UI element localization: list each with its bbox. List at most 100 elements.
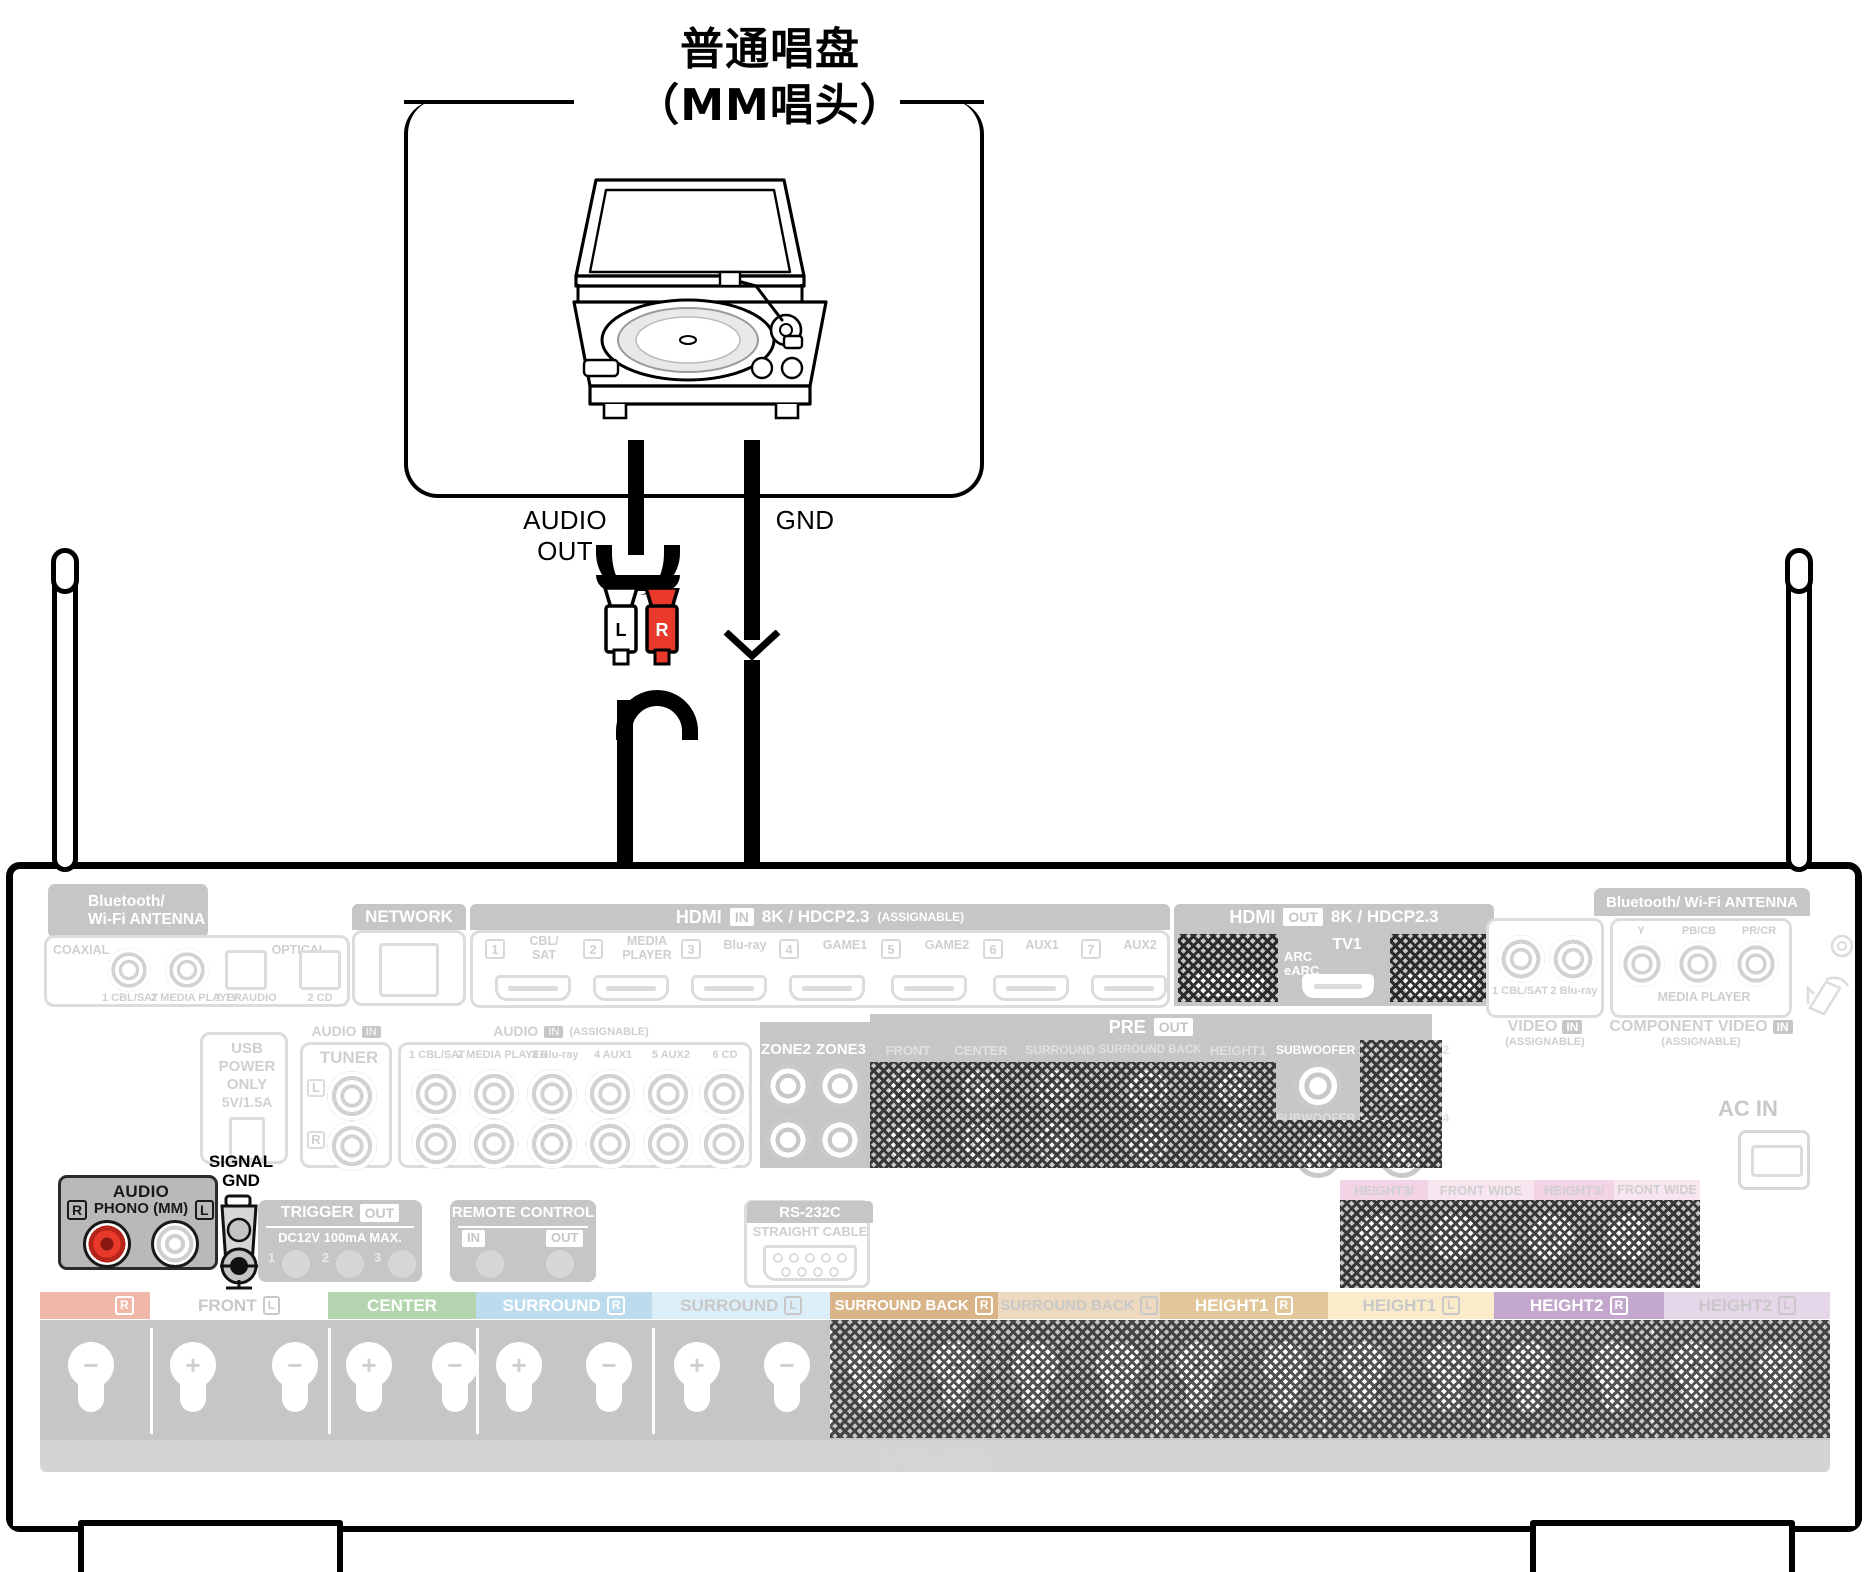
speaker-surround-l-plus[interactable]: + <box>674 1342 720 1388</box>
usb-label-line4: 5V/1.5A <box>221 1094 273 1110</box>
zone2-jack-r[interactable] <box>766 1118 810 1162</box>
subwoofer1-jack[interactable] <box>1294 1062 1342 1110</box>
hdmi-out-port-tv1-group[interactable]: TV1 ARC eARC <box>1282 934 1388 1002</box>
trigger-out-jack-3[interactable] <box>388 1250 416 1278</box>
remote-control-in-jack[interactable] <box>476 1250 504 1278</box>
speaker-front-r-minus[interactable]: − <box>68 1342 114 1388</box>
audio-in-ch3-label: 3 Blu-ray <box>531 1049 579 1061</box>
hdmi-in-port-5[interactable] <box>891 975 967 1001</box>
pre-out-tag: OUT <box>1153 1017 1194 1037</box>
phono-input-block[interactable]: AUDIO PHONO (MM) R L <box>58 1175 218 1270</box>
audio-in-ch6-jack-r[interactable] <box>699 1119 749 1169</box>
speaker-front-l-plus[interactable]: + <box>170 1342 216 1388</box>
pre-out-front-jack-l[interactable] <box>884 1066 932 1114</box>
speaker-center-plus[interactable]: + <box>346 1342 392 1388</box>
ethernet-port[interactable] <box>379 943 439 997</box>
gnd-label: GND <box>775 505 835 535</box>
audio-in-ch3-jack-r[interactable] <box>527 1119 577 1169</box>
zone2-jack-l[interactable] <box>766 1064 810 1108</box>
height3-r-minus-terminal[interactable]: − <box>1432 1214 1478 1260</box>
remote-control-out-jack[interactable] <box>546 1250 574 1278</box>
subwoofer4-jack[interactable] <box>1378 1130 1426 1178</box>
speaker-surround-r-minus[interactable]: − <box>586 1342 632 1388</box>
rs232c-port[interactable] <box>763 1245 857 1281</box>
audio-in-ch5-jack-r[interactable] <box>643 1119 693 1169</box>
trigger-out-jack-2[interactable] <box>336 1250 364 1278</box>
speaker-center-minus[interactable]: − <box>432 1342 478 1388</box>
phono-jack-right[interactable] <box>83 1220 131 1268</box>
coaxial-jack-2[interactable] <box>165 948 209 992</box>
digital-audio-in-block: COAXIAL 1 CBL/SAT 2 MEDIA PLAYER OPTICAL… <box>44 935 350 1007</box>
height3-l-plus-terminal[interactable]: + <box>1528 1214 1574 1260</box>
optical-jack-1[interactable] <box>225 950 267 990</box>
subwoofer2-jack[interactable] <box>1378 1062 1426 1110</box>
pre-out-height1-jack-l[interactable] <box>1214 1066 1262 1114</box>
video-in-jack-2[interactable] <box>1549 935 1597 983</box>
signal-gnd-terminal[interactable] <box>212 1194 266 1312</box>
pre-out-surround-jack-l[interactable] <box>1032 1066 1080 1114</box>
phono-jack-left[interactable] <box>151 1220 199 1268</box>
turntable-illustration <box>560 168 840 458</box>
hdmi-out-port-tv2-group[interactable]: TV2 <box>1390 934 1490 1002</box>
hdmi-in-port-2[interactable] <box>593 975 669 1001</box>
height3-l-minus-terminal[interactable]: − <box>1606 1214 1652 1260</box>
audio-in-ch2-jack-l[interactable] <box>469 1069 519 1119</box>
pre-out-center-jack-2[interactable] <box>958 1118 1006 1166</box>
speaker-surround-back-l-minus-post <box>1106 1382 1132 1412</box>
hdmi-in-port-7[interactable] <box>1091 975 1167 1001</box>
ac-in-port[interactable] <box>1738 1130 1810 1190</box>
speaker-height2-r-minus-post <box>1602 1382 1628 1412</box>
hdmi-in-port-1[interactable] <box>495 975 571 1001</box>
zone3-jack-r[interactable] <box>818 1118 862 1162</box>
hdmi-in-port-4[interactable] <box>789 975 865 1001</box>
coaxial-jack-1[interactable] <box>107 948 151 992</box>
front-wide-l-label: FRONT WIDE <box>1617 1183 1697 1197</box>
hdmi-out-header: HDMI OUT 8K / HDCP2.3 <box>1174 904 1494 930</box>
component-video-jack-pr[interactable] <box>1733 941 1779 987</box>
pre-out-surround-jack-r[interactable] <box>1032 1118 1080 1166</box>
height3-r-plus-terminal[interactable]: + <box>1358 1214 1404 1260</box>
trigger-out-jack-1[interactable] <box>282 1250 310 1278</box>
audio-in-ch4-jack-l[interactable] <box>585 1069 635 1119</box>
component-video-jack-pb[interactable] <box>1675 941 1721 987</box>
pre-out-height1-jack-r[interactable] <box>1214 1118 1262 1166</box>
speaker-surround-l-minus[interactable]: − <box>764 1342 810 1388</box>
audio-in-ch1-jack-l[interactable] <box>411 1069 461 1119</box>
audio-in-ch5-jack-l[interactable] <box>643 1069 693 1119</box>
hdmi-out-tag: OUT <box>1283 907 1323 927</box>
speaker-surround-r-plus[interactable]: + <box>496 1342 542 1388</box>
rca-plug-left: L <box>600 586 642 666</box>
audio-in-ch1-jack-r[interactable] <box>411 1119 461 1169</box>
hdmi-out-port-tv1[interactable] <box>1302 974 1374 998</box>
audio-in-ch3-jack-l[interactable] <box>527 1069 577 1119</box>
pre-out-center-jack[interactable] <box>958 1066 1006 1114</box>
audio-in-ch2-jack-r[interactable] <box>469 1119 519 1169</box>
speaker-strip-height2-r-label: HEIGHT2 <box>1529 1295 1604 1315</box>
usb-block: USB POWER ONLY 5V/1.5A <box>200 1032 288 1164</box>
speaker-front-l-minus[interactable]: − <box>272 1342 318 1388</box>
title-line-1: 普通唱盘 <box>680 24 860 75</box>
speaker-strip-front-r: FRONT R <box>40 1292 150 1319</box>
pre-out-surround-back-jack-l[interactable] <box>1124 1066 1172 1114</box>
audio-in-ch4-jack-r[interactable] <box>585 1119 635 1169</box>
hdmi-in-port-6[interactable] <box>993 975 1069 1001</box>
pre-out-front-jack-r[interactable] <box>884 1118 932 1166</box>
antenna-left <box>52 552 78 872</box>
hdmi-out-port-zone2-group[interactable]: ZONE2 4K <box>1178 934 1278 1002</box>
pre-out-height1-label: HEIGHT1 <box>1209 1043 1267 1058</box>
hdmi-out-zone2-label: ZONE2 <box>1202 935 1253 952</box>
tuner-jack-r[interactable] <box>327 1121 377 1171</box>
component-video-jack-y[interactable] <box>1619 941 1665 987</box>
tuner-jack-l[interactable] <box>327 1071 377 1121</box>
trigger-out-spec: DC12V 100mA MAX. <box>278 1230 402 1245</box>
hdmi-in-port-3[interactable] <box>691 975 767 1001</box>
optical-jack-2[interactable] <box>299 950 341 990</box>
subwoofer3-jack[interactable] <box>1294 1130 1342 1178</box>
hdmi-out-port-zone2[interactable] <box>1192 972 1264 996</box>
pre-out-surround-back-jack-r[interactable] <box>1124 1118 1172 1166</box>
usb-port[interactable] <box>229 1117 265 1161</box>
audio-in-ch6-jack-l[interactable] <box>699 1069 749 1119</box>
zone3-jack-l[interactable] <box>818 1064 862 1108</box>
hdmi-out-port-tv2[interactable] <box>1404 972 1476 996</box>
video-in-jack-1[interactable] <box>1497 935 1545 983</box>
